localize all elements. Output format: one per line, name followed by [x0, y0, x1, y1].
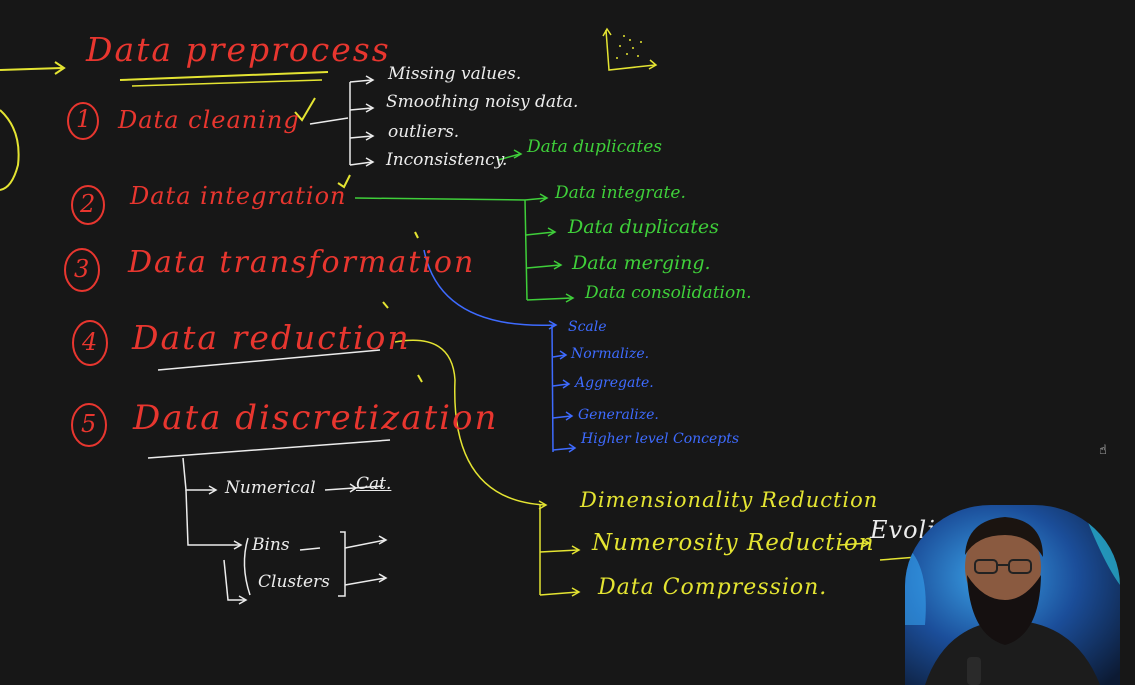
step-3-label: Data transformation	[128, 245, 476, 280]
transform-item-generalize: Generalize.	[578, 407, 659, 423]
discretization-clusters: Clusters	[258, 572, 330, 592]
discretization-numerical: Numerical	[225, 478, 316, 498]
step-4-number: 4	[82, 328, 98, 356]
scatter-points	[616, 35, 642, 59]
integration-bracket	[354, 193, 575, 303]
step-4-label: Data reduction	[132, 318, 411, 357]
discretization-bracket	[182, 457, 388, 605]
integration-item-duplicates: Data duplicates	[568, 216, 719, 238]
webcam-overlay	[905, 505, 1120, 685]
step-1-number: 1	[76, 105, 92, 133]
cleaning-item-missing-values: Missing values.	[388, 64, 522, 84]
integration-item-merging: Data merging.	[572, 252, 711, 274]
transform-item-normalize: Normalize.	[571, 346, 650, 362]
transform-item-scale: Scale	[568, 319, 607, 335]
integration-item-consolidation: Data consolidation.	[585, 283, 752, 303]
step-2-label: Data integration	[130, 182, 347, 210]
step-5-number: 5	[81, 410, 97, 438]
step-2-number: 2	[80, 190, 96, 218]
transformation-bracket	[423, 249, 577, 453]
cleaning-item-outliers: outliers.	[388, 122, 460, 142]
step-5-label: Data discretization	[133, 398, 499, 438]
transform-item-higher-level: Higher level Concepts	[581, 431, 740, 447]
checkmarks	[294, 97, 423, 383]
cleaning-item-smoothing: Smoothing noisy data.	[386, 92, 579, 112]
diagram-title: Data preprocess	[86, 30, 391, 69]
discretization-cat: Cat.	[356, 474, 392, 494]
cleaning-item-inconsistency: Inconsistency.	[386, 150, 508, 170]
step-number-circles	[64, 102, 108, 447]
step-3-number: 3	[74, 255, 90, 283]
reduction-item-compression: Data Compression.	[598, 575, 828, 600]
reduction-bracket	[394, 339, 931, 597]
step-1-label: Data cleaning	[118, 106, 300, 134]
cleaning-bracket	[309, 75, 375, 167]
title-underline	[119, 71, 329, 81]
integration-item-integrate: Data integrate.	[555, 183, 686, 203]
reduction-item-numerosity: Numerosity Reduction	[592, 530, 875, 556]
mouse-cursor-icon: ☝	[1099, 443, 1107, 458]
transform-item-aggregate: Aggregate.	[575, 375, 654, 391]
discretization-bins: Bins	[252, 535, 290, 555]
scatter-plot-sketch-icon	[602, 27, 658, 71]
reduction-item-dimensionality: Dimensionality Reduction	[580, 488, 879, 512]
cleaning-extra-duplicates: Data duplicates	[527, 137, 662, 157]
